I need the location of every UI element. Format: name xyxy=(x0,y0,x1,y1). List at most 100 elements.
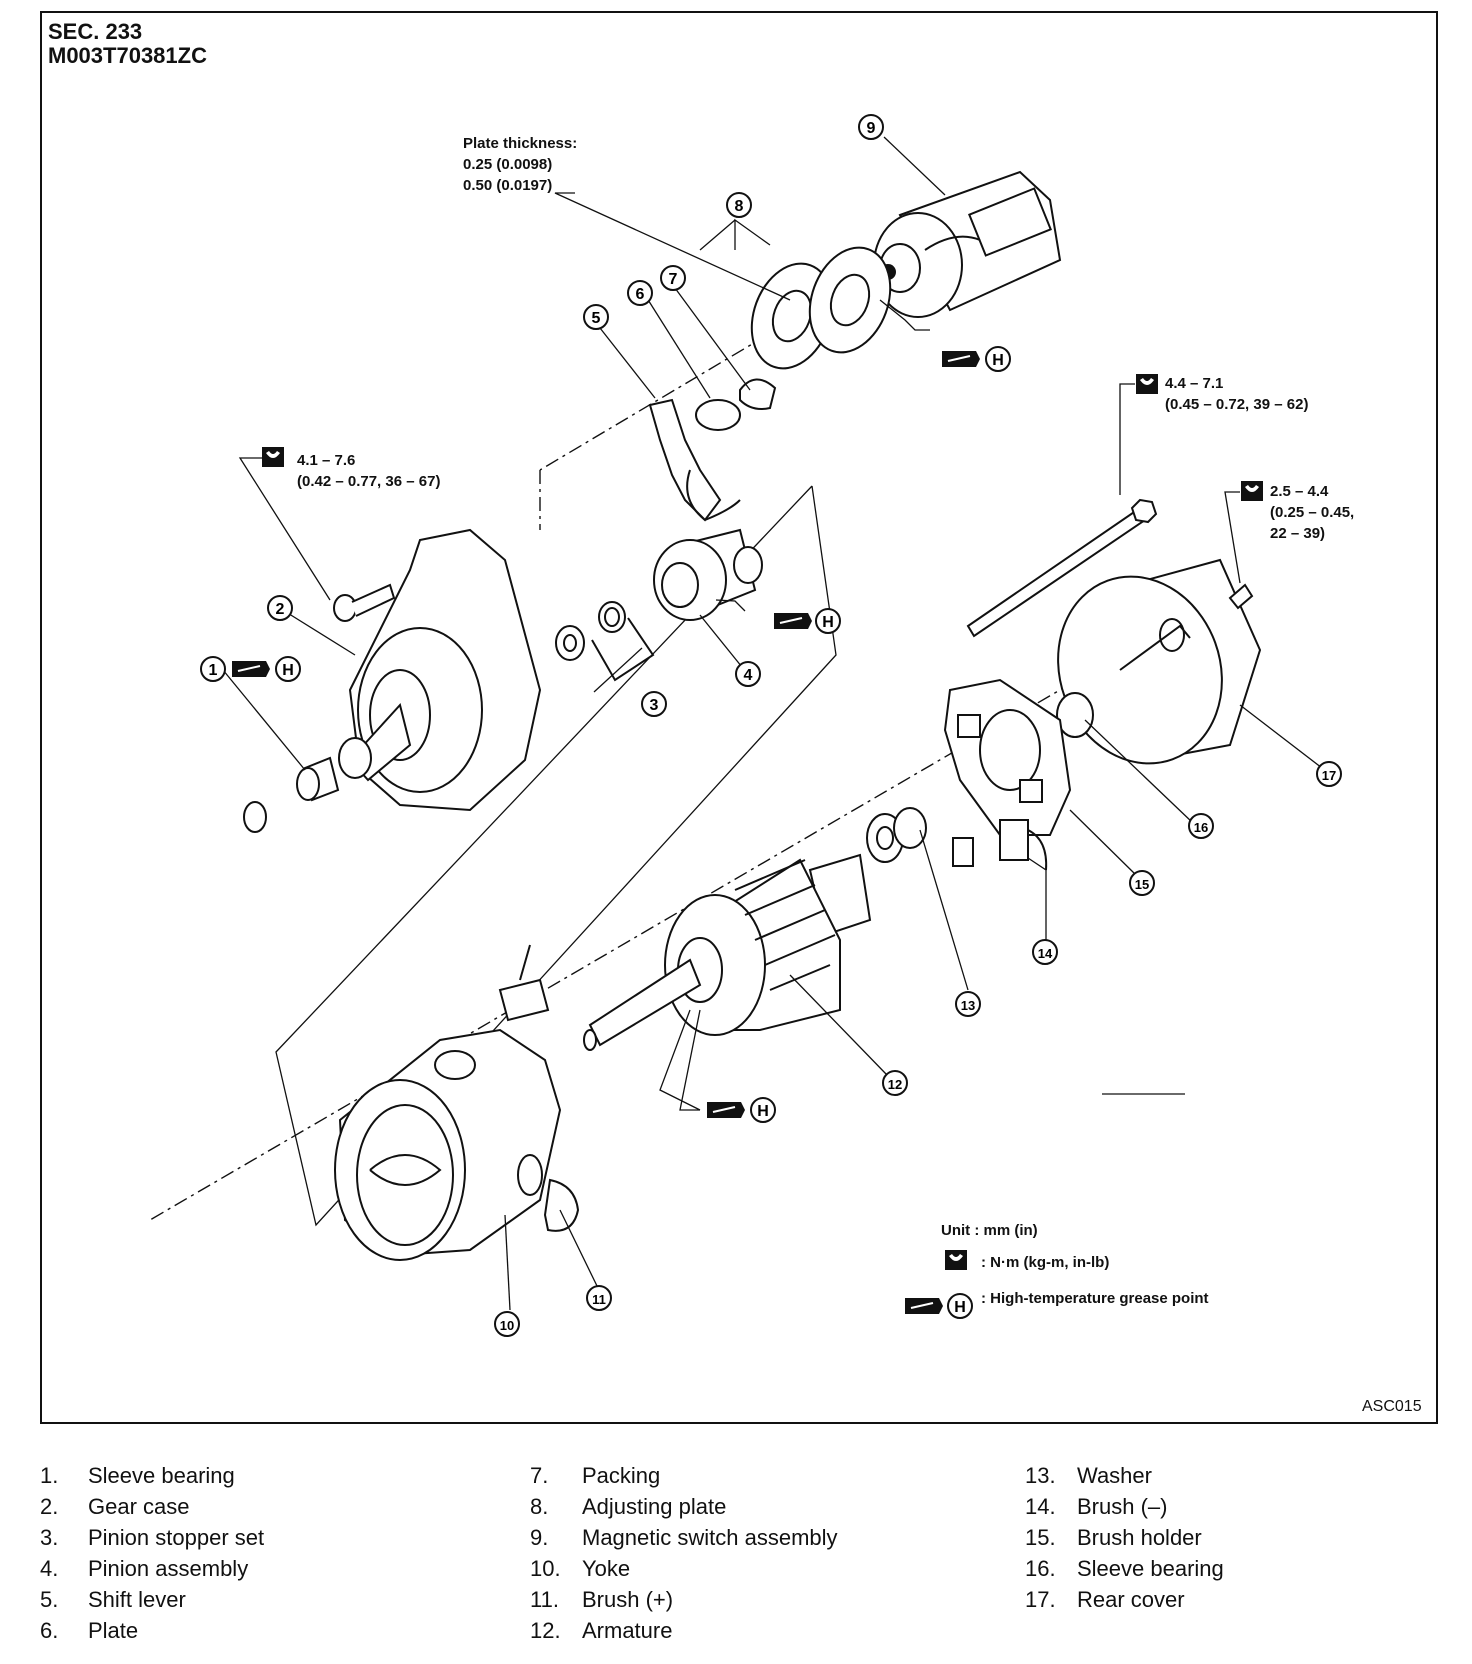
parts-list-item: 11. Brush (+) xyxy=(530,1584,970,1615)
part-name: Sleeve bearing xyxy=(1077,1556,1224,1581)
adjusting-plate xyxy=(750,246,892,370)
assembly-outline xyxy=(275,485,837,1227)
callout-6: 6 xyxy=(636,286,645,303)
parts-list-item: 12. Armature xyxy=(530,1615,970,1646)
figure-code: ASC015 xyxy=(1362,1398,1422,1415)
part-number: 11. xyxy=(530,1587,559,1612)
part-name: Rear cover xyxy=(1077,1587,1185,1612)
parts-list-item: 10.Yoke xyxy=(530,1553,970,1584)
rear-sleeve-bearing xyxy=(1056,692,1094,738)
callout-10: 10 xyxy=(500,1318,514,1333)
part-number: 8. xyxy=(530,1494,549,1519)
brush-negative xyxy=(999,819,1048,871)
o-ring xyxy=(243,801,267,833)
part-name: Armature xyxy=(582,1618,673,1643)
yoke xyxy=(334,1028,562,1261)
brush-holder xyxy=(943,678,1072,836)
grease-h-letter: H xyxy=(822,614,834,631)
callout-2: 2 xyxy=(276,601,285,618)
brush-positive xyxy=(498,944,580,1232)
part-name: Brush (+) xyxy=(582,1587,674,1612)
part-name: Magnetic switch assembly xyxy=(582,1525,838,1550)
plate xyxy=(695,399,741,431)
part-name: Packing xyxy=(582,1463,661,1488)
callout-3: 3 xyxy=(650,697,659,714)
part-name: Sleeve bearing xyxy=(88,1463,235,1488)
part-number: 10. xyxy=(530,1556,561,1581)
part-name: Pinion stopper set xyxy=(88,1525,265,1550)
legend-grease: : High-temperature grease point xyxy=(981,1290,1209,1307)
parts-list-item: 7. Packing xyxy=(530,1460,970,1491)
callout-7: 7 xyxy=(669,271,678,288)
rear-cover-torque-note: 2.5 – 4.4 (0.25 – 0.45, 22 – 39) xyxy=(1270,483,1355,542)
part-number: 12. xyxy=(530,1618,561,1643)
callout-8: 8 xyxy=(735,198,744,215)
section-number: SEC. 233 xyxy=(48,19,143,44)
part-number: 13. xyxy=(1025,1463,1056,1488)
parts-list-item: 17. Rear cover xyxy=(1025,1584,1465,1615)
part-name: Brush (–) xyxy=(1077,1494,1168,1519)
leader-lines xyxy=(222,136,1323,1311)
parts-list-item: 3. Pinion stopper set xyxy=(40,1522,480,1553)
gear-case-torque-note: 4.1 – 7.6 (0.42 – 0.77, 36 – 67) xyxy=(297,452,441,490)
through-bolt xyxy=(966,498,1158,638)
parts-column-1: 1. Sleeve bearing 2. Gear case 3. Pinion stop… xyxy=(40,1460,480,1646)
callout-17: 17 xyxy=(1322,768,1336,783)
callout-12: 12 xyxy=(888,1077,902,1092)
part-number: 1. xyxy=(40,1463,59,1488)
callout-16: 16 xyxy=(1194,820,1208,835)
part-name: Shift lever xyxy=(88,1587,186,1612)
callout-13: 13 xyxy=(961,998,975,1013)
parts-list-item: 13. Washer xyxy=(1025,1460,1465,1491)
part-number: 7. xyxy=(530,1463,549,1488)
parts-list-item: 9. Magnetic switch assembly xyxy=(530,1522,970,1553)
shift-lever xyxy=(648,398,741,522)
parts-list-item: 8. Adjusting plate xyxy=(530,1491,970,1522)
callout-1: 1 xyxy=(209,662,218,679)
packing xyxy=(739,378,777,410)
part-number: 5. xyxy=(40,1587,59,1612)
parts-list-item: 4. Pinion assembly xyxy=(40,1553,480,1584)
callout-15: 15 xyxy=(1135,877,1149,892)
figure-frame xyxy=(40,11,1438,1424)
part-name: Adjusting plate xyxy=(582,1494,727,1519)
through-bolt-torque-note: 4.4 – 7.1 (0.45 – 0.72, 39 – 62) xyxy=(1165,375,1309,413)
part-number: 3. xyxy=(40,1525,59,1550)
part-number: 17. xyxy=(1025,1587,1056,1612)
washer xyxy=(866,807,974,867)
figure-id: M003T70381ZC xyxy=(48,43,207,68)
part-number: 9. xyxy=(530,1525,549,1550)
callout-9: 9 xyxy=(867,120,876,137)
magnetic-switch-assembly xyxy=(873,170,1062,318)
part-number: 4. xyxy=(40,1556,59,1581)
legend-unit: Unit : mm (in) xyxy=(941,1222,1038,1239)
grease-h-letter: H xyxy=(954,1299,966,1316)
parts-list-item: 5. Shift lever xyxy=(40,1584,480,1615)
parts-column-2: 7. Packing 8. Adjusting plate 9. Magnetic swi… xyxy=(530,1460,970,1646)
callout-4: 4 xyxy=(744,667,753,684)
grease-h-letter: H xyxy=(992,352,1004,369)
parts-list-item: 14. Brush (–) xyxy=(1025,1491,1465,1522)
part-name: Washer xyxy=(1077,1463,1152,1488)
parts-list: 1. Sleeve bearing 2. Gear case 3. Pinion stop… xyxy=(0,1460,1472,1664)
part-name: Plate xyxy=(88,1618,139,1643)
exploded-view-diagram: H H H H H 1 2 3 4 5 6 7 8 9 10 11 1 xyxy=(149,114,1342,1337)
part-name: Pinion assembly xyxy=(88,1556,249,1581)
part-name: Brush holder xyxy=(1077,1525,1202,1550)
plate-thickness-note: Plate thickness: 0.25 (0.0098) 0.50 (0.0… xyxy=(463,135,578,194)
sleeve-bearing xyxy=(296,756,340,802)
rear-cover-screw xyxy=(1228,583,1254,610)
parts-list-item: 15.Brush holder xyxy=(1025,1522,1465,1553)
gear-case xyxy=(338,528,542,812)
parts-list-item: 6.Plate xyxy=(40,1615,480,1646)
parts-list-item: 2. Gear case xyxy=(40,1491,480,1522)
callout-14: 14 xyxy=(1038,946,1053,961)
pinion-stopper-set xyxy=(555,601,655,682)
legend-torque: : N·m (kg-m, in-lb) xyxy=(981,1254,1110,1271)
part-number: 2. xyxy=(40,1494,59,1519)
part-name: Gear case xyxy=(88,1494,190,1519)
grease-h-letter: H xyxy=(757,1103,769,1120)
pinion-assembly xyxy=(653,528,763,621)
part-number: 14. xyxy=(1025,1494,1056,1519)
